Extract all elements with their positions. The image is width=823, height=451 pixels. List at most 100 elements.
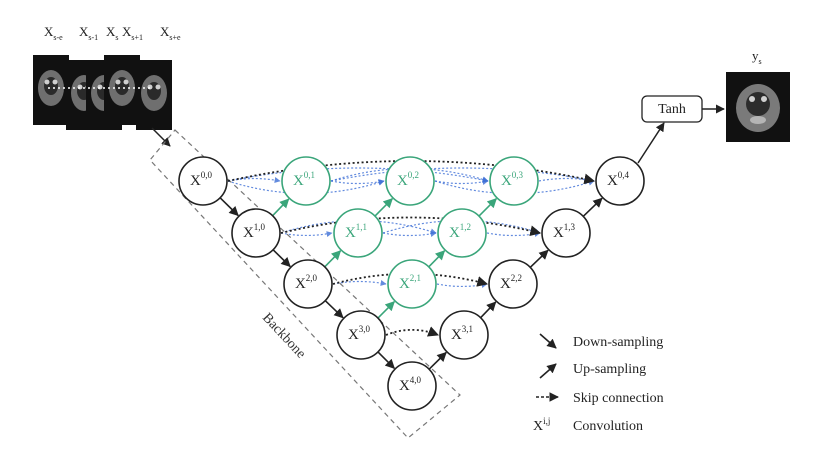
node-1-3: X1,3 [541,208,591,258]
node-2-2: X2,2 [488,259,538,309]
node-label: X0,0 [190,170,213,189]
input-slice [104,55,140,125]
dense-skip-connection [434,179,489,185]
node-label: X0,3 [501,170,524,189]
node-2-1: X2,1 [387,259,437,309]
node-circle [336,310,386,360]
legend-down-label: Down-sampling [573,335,663,350]
node-circle [437,208,487,258]
dense-skip-connection [382,219,541,235]
node-label: X1,1 [345,222,367,241]
node-label: X3,1 [451,324,473,343]
node-circle [281,156,331,206]
tanh-block: Tanh [637,95,725,164]
down-sampling-arrow [272,249,291,268]
dense-skip-connection [332,280,387,286]
dense-skip-connection [330,179,385,185]
up-sampling-arrow [272,198,290,217]
input-label: Xs-e [44,24,63,42]
node-0-1: X0,1 [281,156,331,206]
node-1-0: X1,0 [231,208,281,258]
node-0-3: X0,3 [489,156,539,206]
node-circle [387,259,437,309]
node-circle [541,208,591,258]
tanh-label: Tanh [658,102,686,117]
down-sampling-arrow [324,300,344,319]
input-slice [136,60,172,130]
input-labels: Xs-e Xs-1 Xs Xs+1 Xs+e [44,24,181,42]
node-3-1: X3,1 [439,310,489,360]
node-circle [333,208,383,258]
dense-skip-connection [382,231,437,237]
node-label: X1,3 [553,222,576,241]
skip-connection [385,326,440,337]
node-1-2: X1,2 [437,208,487,258]
node-4-0: X4,0 [387,361,437,411]
legend-conv-label: Convolution [573,419,643,434]
node-circle [387,361,437,411]
dense-skip-connection [330,167,595,183]
legend-up-label: Up-sampling [573,362,646,377]
skip-connection [280,216,542,236]
up-sampling-arrow [529,249,549,268]
input-label: Xs [106,24,119,42]
input-label: Xs+1 [122,24,143,42]
down-sampling-arrow [377,351,396,370]
node-label: X0,1 [293,170,315,189]
dense-skip-connection [280,231,333,237]
input-slice-stack [33,55,172,130]
legend: Down-sampling Up-sampling Skip connectio… [533,333,664,434]
up-sampling-arrow [480,301,497,319]
node-label: X4,0 [399,375,422,394]
node-0-2: X0,2 [385,156,435,206]
node-circle [283,259,333,309]
legend-conv-symbol: Xi,j [533,416,550,434]
legend-down-arrow [539,333,557,349]
node-circle [488,259,538,309]
up-sampling-arrow [377,300,396,319]
node-circle [178,156,228,206]
up-sampling-arrow [428,351,447,370]
down-sampling-arrow [219,197,239,217]
node-label: X2,1 [399,273,421,292]
up-sampling-arrow [582,197,603,217]
node-label: X2,0 [295,273,318,292]
node-label: X1,0 [243,222,266,241]
dense-skip-connection [486,231,541,237]
output-label: ys [752,48,762,66]
up-sampling-arrow [324,250,342,268]
node-label: X0,4 [607,170,630,189]
legend-up-arrow [539,363,557,379]
nodes-layer: X0,0X1,0X2,0X3,0X4,0 X0,1 X0,2 X0,3X1,1 X1,2… [178,156,645,411]
node-3-0: X3,0 [336,310,386,360]
up-sampling-arrow [374,197,394,217]
node-label: X1,2 [449,222,471,241]
to-tanh-arrow [637,122,665,164]
up-sampling-arrow [428,250,446,268]
node-1-1: X1,1 [333,208,383,258]
node-label: X3,0 [348,324,371,343]
legend-skip-label: Skip connection [573,391,664,406]
dense-skip-connection [227,167,489,183]
output-image [726,72,790,142]
dense-skip-connection [436,282,488,288]
dense-skip-connection [330,167,489,183]
node-label: X0,2 [397,170,419,189]
input-label: Xs+e [160,24,181,42]
node-2-0: X2,0 [283,259,333,309]
node-label: X2,2 [500,273,522,292]
node-circle [489,156,539,206]
node-0-0: X0,0 [178,156,228,206]
dense-skip-connection [538,177,595,183]
input-slice [33,55,69,125]
backbone-label: Backbone [259,310,308,361]
node-circle [231,208,281,258]
node-circle [439,310,489,360]
node-circle [385,156,435,206]
up-sampling-arrow [478,197,498,217]
node-0-4: X0,4 [595,156,645,206]
input-arrow [151,127,171,147]
node-circle [595,156,645,206]
input-label: Xs-1 [79,24,98,42]
